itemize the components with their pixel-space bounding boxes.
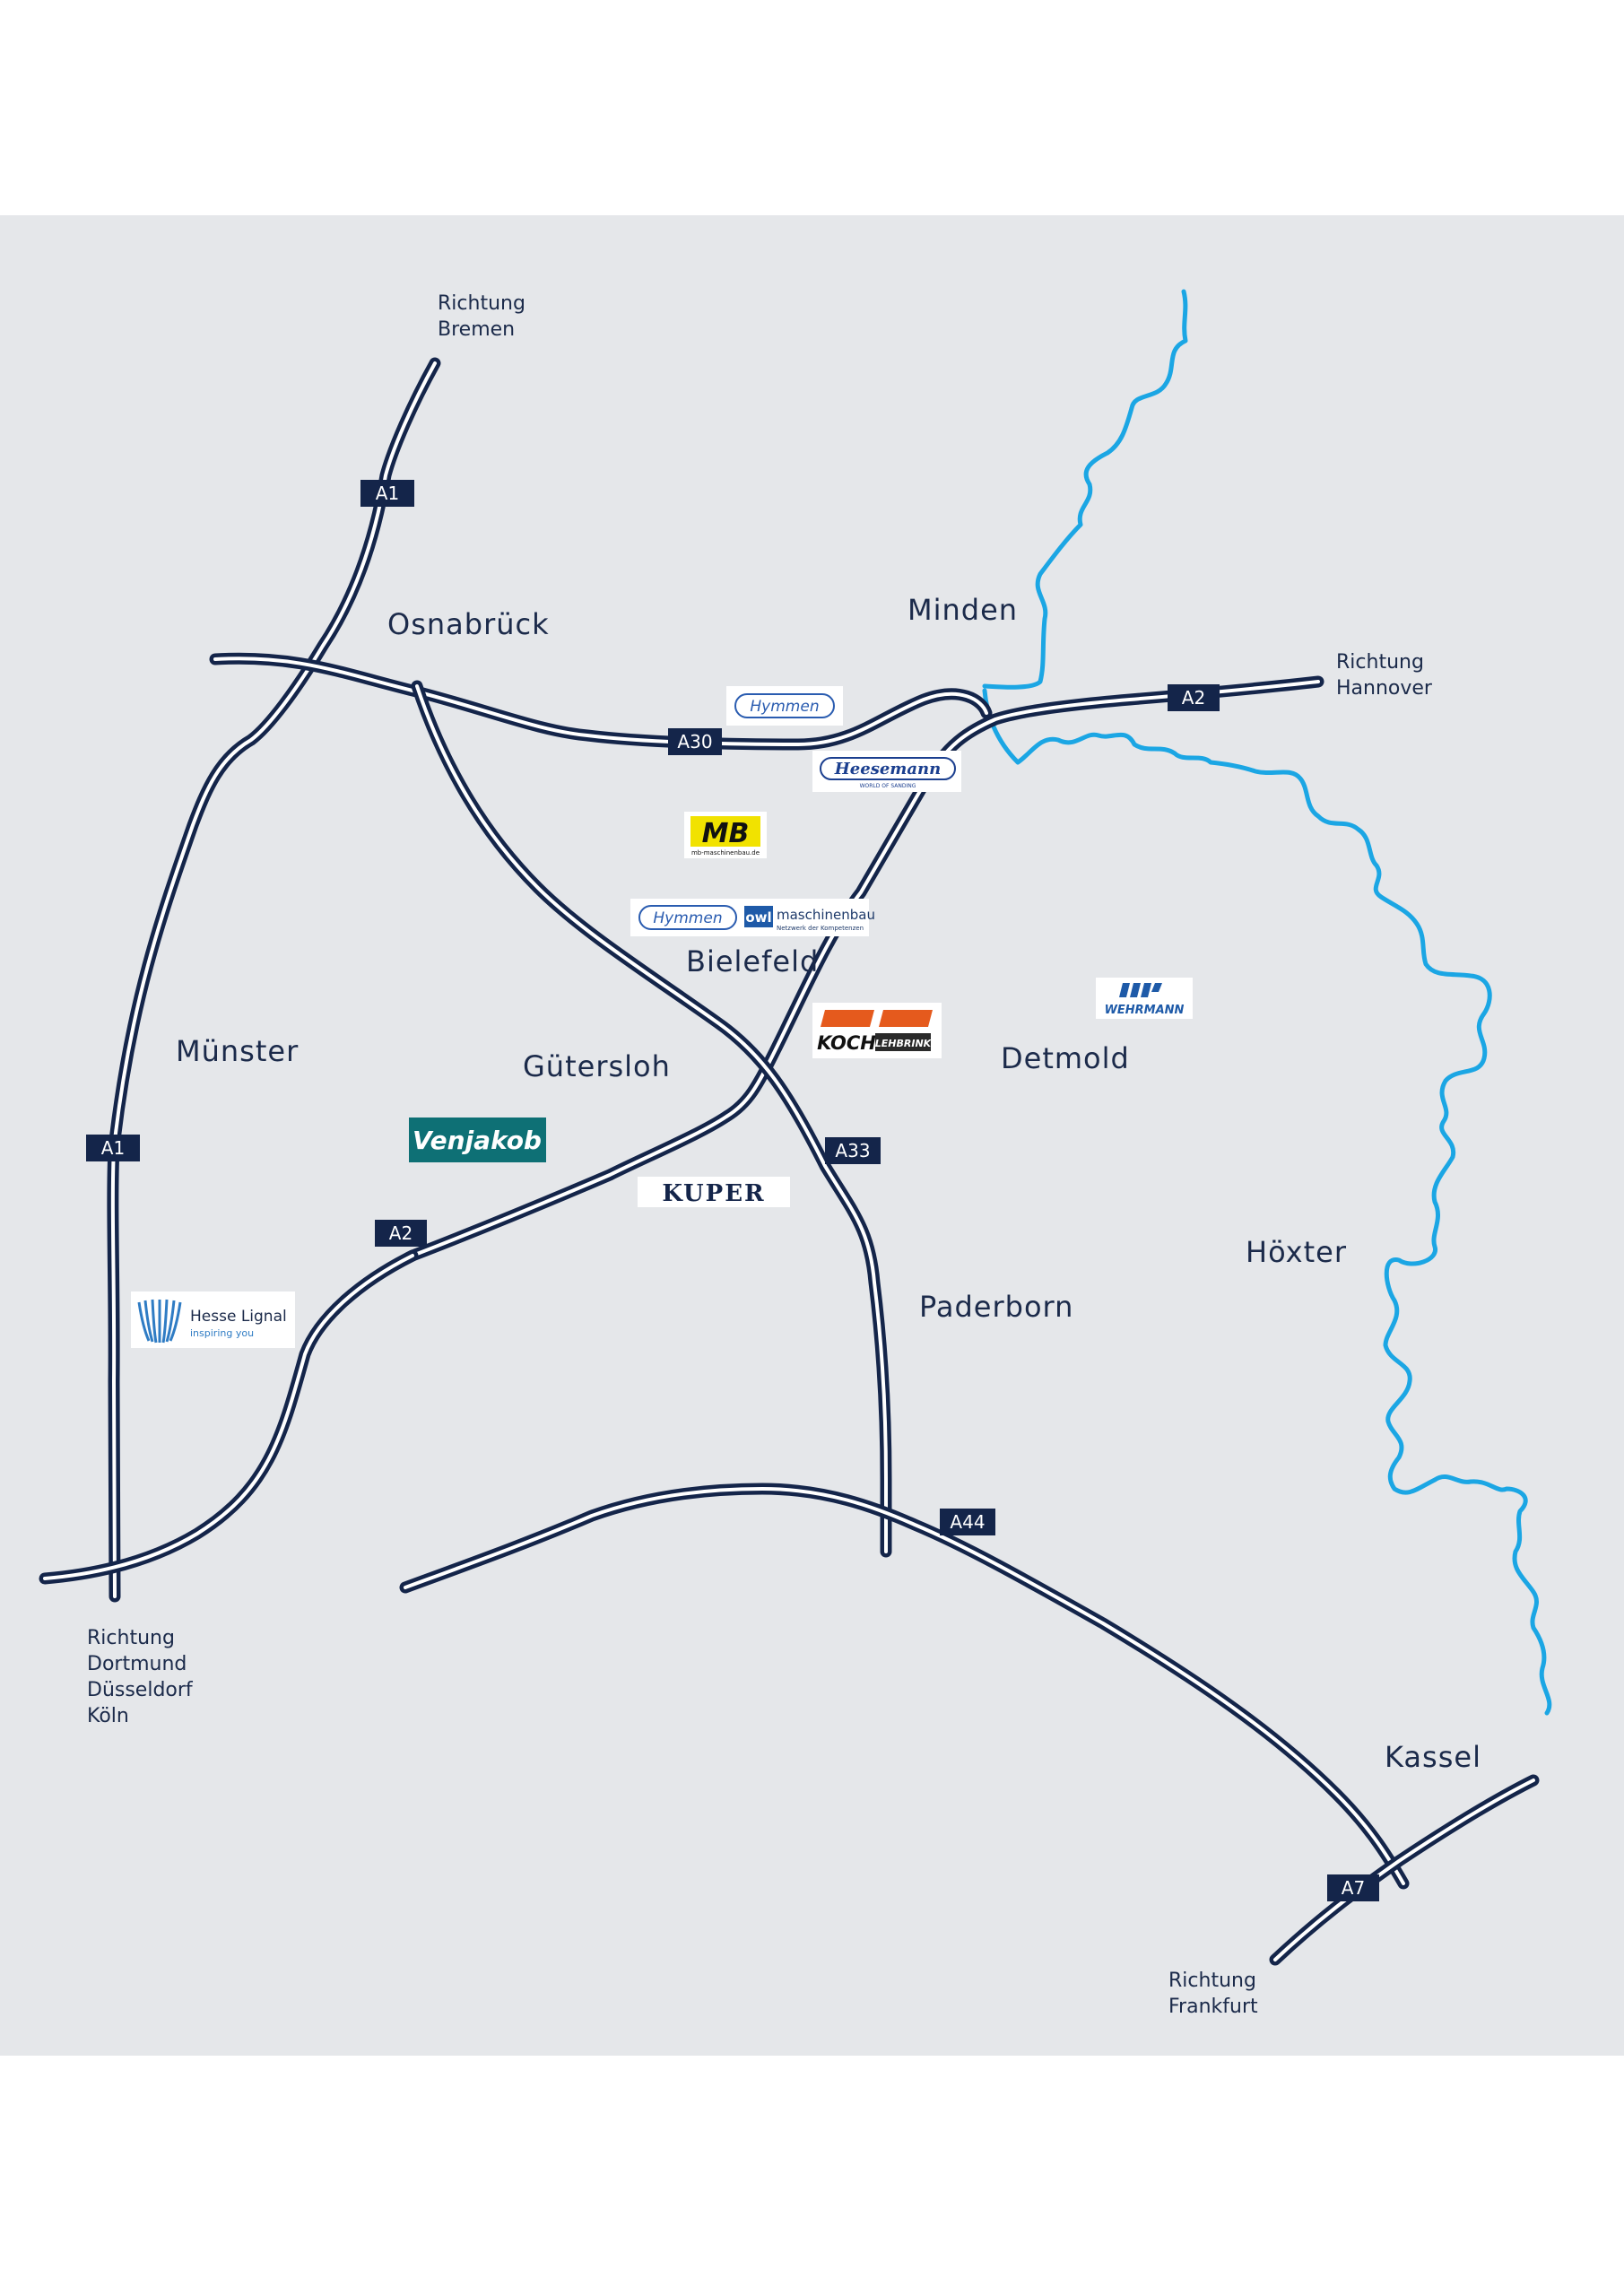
svg-text:Hymmen: Hymmen [750, 698, 819, 716]
city-label-kassel: Kassel [1385, 1740, 1481, 1774]
city-label-muenster: Münster [176, 1034, 299, 1068]
svg-text:Richtung: Richtung [87, 1627, 175, 1649]
svg-text:Netzwerk der Kompetenzen: Netzwerk der Kompetenzen [777, 925, 864, 932]
svg-text:WORLD OF SANDING: WORLD OF SANDING [860, 783, 916, 789]
svg-text:Frankfurt: Frankfurt [1168, 1996, 1258, 2018]
svg-text:Dortmund: Dortmund [87, 1653, 187, 1675]
svg-text:A1: A1 [376, 483, 399, 504]
logo-hymmen-top: Hymmen [726, 686, 843, 726]
city-label-minden: Minden [908, 593, 1018, 627]
city-label-hoexter: Höxter [1246, 1235, 1347, 1269]
highway-shield-a30: A30 [668, 728, 722, 755]
svg-text:A2: A2 [1182, 687, 1205, 709]
logo-hymmen-owl: Hymmen owl maschinenbau Netzwerk der Kom… [630, 899, 875, 936]
svg-text:KOCH: KOCH [817, 1032, 876, 1054]
svg-text:inspiring you: inspiring you [190, 1327, 254, 1339]
direction-label-south-west: Richtung Dortmund Düsseldorf Köln [87, 1627, 194, 1727]
svg-text:A7: A7 [1342, 1877, 1365, 1899]
city-label-paderborn: Paderborn [919, 1290, 1073, 1324]
logo-kuper: KUPER [638, 1177, 790, 1207]
roads [39, 357, 1540, 1966]
logo-venjakob: Venjakob [409, 1118, 546, 1162]
svg-text:Richtung: Richtung [1336, 651, 1424, 674]
highway-shield-a2-west: A2 [375, 1220, 427, 1247]
logo-wehrmann: WEHRMANN [1096, 978, 1193, 1019]
highway-shield-a1-west: A1 [86, 1135, 140, 1161]
river-weser [982, 289, 1552, 1716]
city-label-bielefeld: Bielefeld [686, 944, 819, 978]
regional-road-map: A1 A1 A30 A2 A2 A33 A44 A7 Osnabrück Min… [0, 215, 1624, 2056]
highway-shield-a2-east: A2 [1168, 684, 1220, 711]
direction-label-hannover: Richtung Hannover [1336, 651, 1433, 700]
logo-koch-lehbrink: KOCH LEHBRINK [812, 1003, 942, 1058]
logo-hesse-lignal: Hesse Lignal inspiring you [131, 1292, 295, 1348]
svg-text:A1: A1 [101, 1137, 125, 1159]
highway-shield-a44: A44 [940, 1509, 995, 1535]
svg-text:Richtung: Richtung [438, 292, 525, 315]
svg-text:Bremen: Bremen [438, 318, 515, 341]
svg-text:Düsseldorf: Düsseldorf [87, 1679, 194, 1701]
svg-text:Richtung: Richtung [1168, 1970, 1256, 1992]
svg-text:KUPER: KUPER [662, 1180, 765, 1207]
highway-shield-a1-north: A1 [360, 480, 414, 507]
hesse-lignal-symbol [137, 1299, 182, 1344]
logo-mb-maschinenbau: MB mb-maschinenbau.de [684, 812, 767, 858]
logo-heesemann: Heesemann WORLD OF SANDING [812, 751, 961, 792]
svg-text:WEHRMANN: WEHRMANN [1105, 1004, 1185, 1017]
svg-text:A2: A2 [389, 1222, 413, 1244]
svg-text:Heesemann: Heesemann [834, 760, 941, 778]
highway-shield-a7: A7 [1327, 1874, 1379, 1901]
direction-label-bremen: Richtung Bremen [438, 292, 525, 341]
city-label-osnabrueck: Osnabrück [387, 607, 550, 641]
svg-text:Köln: Köln [87, 1705, 129, 1727]
direction-label-frankfurt: Richtung Frankfurt [1168, 1970, 1258, 2018]
svg-text:Hymmen: Hymmen [653, 909, 722, 927]
svg-text:A33: A33 [835, 1140, 870, 1161]
svg-text:MB: MB [702, 818, 750, 849]
svg-text:A44: A44 [950, 1511, 985, 1533]
svg-text:owl: owl [745, 909, 771, 926]
highway-shield-a33: A33 [825, 1137, 881, 1164]
svg-text:A30: A30 [677, 731, 712, 752]
svg-text:Hesse Lignal: Hesse Lignal [190, 1308, 287, 1326]
city-label-detmold: Detmold [1001, 1041, 1130, 1075]
svg-text:Venjakob: Venjakob [413, 1126, 542, 1155]
svg-text:mb-maschinenbau.de: mb-maschinenbau.de [691, 849, 760, 857]
svg-text:Hannover: Hannover [1336, 677, 1433, 700]
svg-text:LEHBRINK: LEHBRINK [875, 1038, 933, 1049]
city-label-guetersloh: Gütersloh [523, 1049, 671, 1083]
svg-text:maschinenbau: maschinenbau [777, 907, 875, 923]
